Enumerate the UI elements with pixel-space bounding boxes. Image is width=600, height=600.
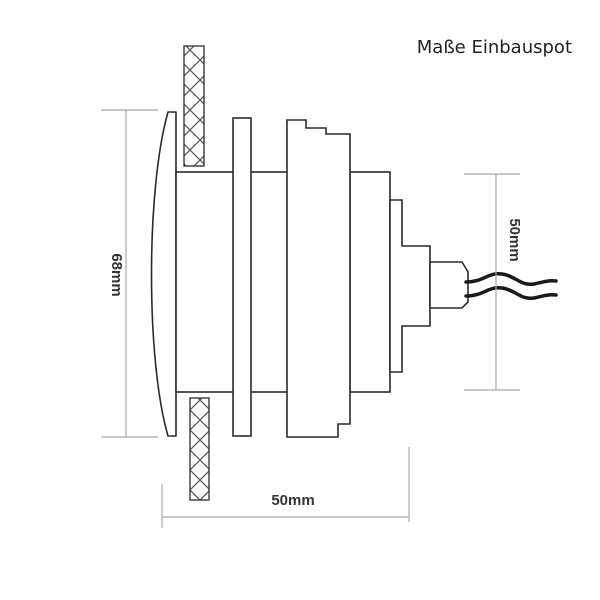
cable-gland [429, 261, 469, 309]
clamp-nut [286, 119, 351, 438]
dimension-rear-label: 50mm [506, 218, 523, 261]
cable-top [464, 272, 558, 286]
rear-housing [349, 171, 391, 393]
ceiling-panel-bottom [189, 397, 210, 501]
dimension-rear [464, 173, 520, 391]
diagram-title: Maße Einbauspot [417, 37, 572, 58]
cable-bottom [464, 286, 558, 300]
ceiling-panel-top [183, 45, 205, 167]
dimension-depth [161, 447, 410, 528]
front-bezel [150, 111, 177, 437]
dimension-height [101, 109, 158, 438]
dimension-height-label: 68mm [108, 253, 125, 296]
dimension-depth-label: 50mm [271, 492, 314, 509]
rear-connector [389, 199, 431, 373]
mounting-ring [232, 117, 252, 437]
